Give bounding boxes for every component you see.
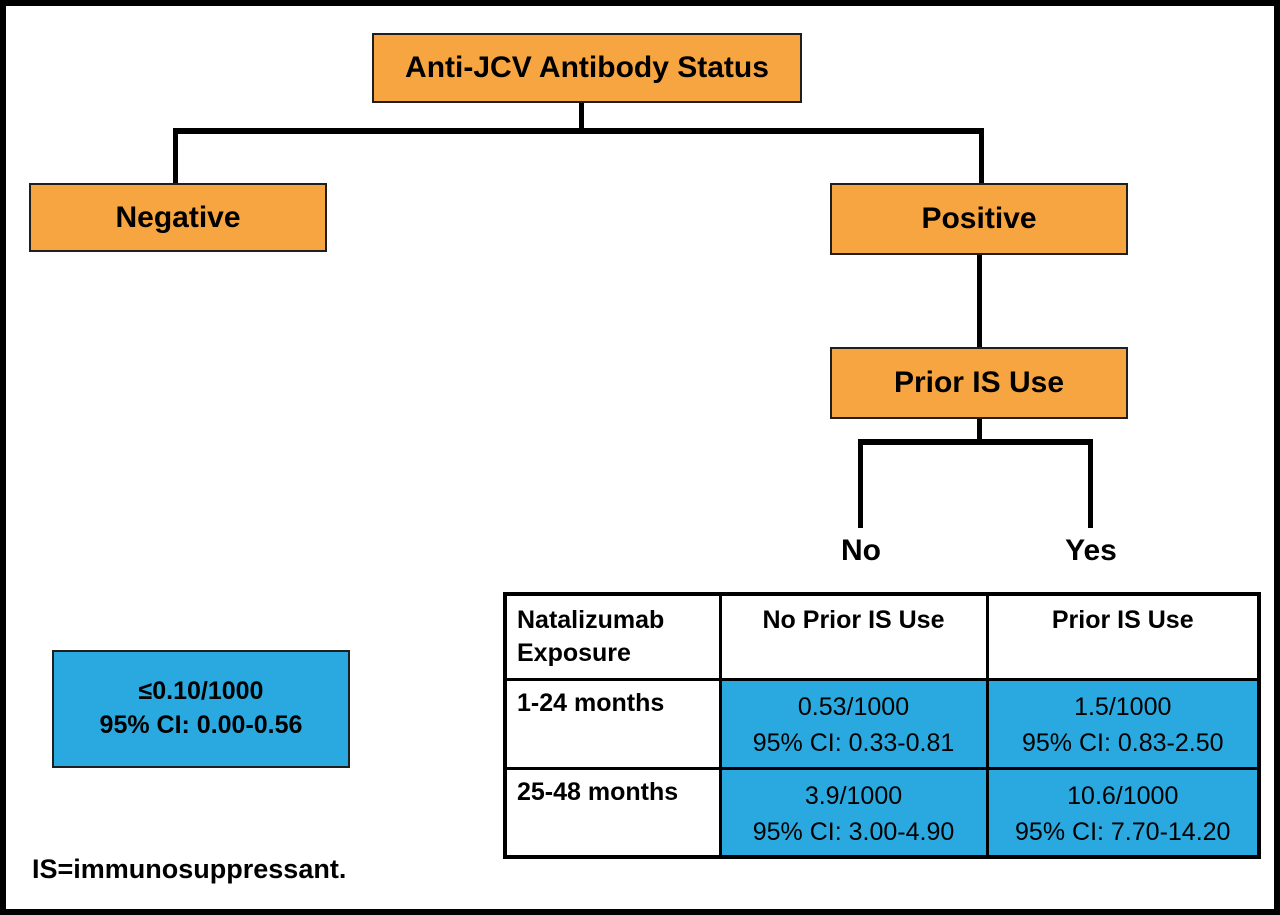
table-row: 1-24 months 0.53/1000 95% CI: 0.33-0.81 … — [503, 677, 1261, 770]
ci-value: 95% CI: 3.00-4.90 — [752, 817, 955, 846]
connector-positive-to-prior — [977, 255, 982, 347]
node-prior-is-use: Prior IS Use — [830, 347, 1128, 419]
table-header-row: Natalizumab Exposure No Prior IS Use Pri… — [503, 592, 1261, 681]
rate-value: 0.53/1000 — [797, 692, 910, 721]
connector-negative-drop — [173, 128, 178, 183]
connector-positive-drop — [979, 128, 984, 183]
negative-result-box: ≤0.10/1000 95% CI: 0.00-0.56 — [52, 650, 350, 768]
rate-value: 1.5/1000 — [1074, 692, 1172, 721]
cell-25-48-no-prior: 3.9/1000 95% CI: 3.00-4.90 — [718, 766, 989, 859]
ci-value: 95% CI: 0.33-0.81 — [752, 728, 955, 757]
pml-risk-table: Natalizumab Exposure No Prior IS Use Pri… — [503, 592, 1261, 859]
connector-prior-stub — [977, 419, 982, 445]
connector-no-drop — [858, 439, 863, 528]
row-label-25-48-months: 25-48 months — [503, 766, 722, 859]
branch-label-yes: Yes — [1065, 534, 1117, 567]
node-prior-label: Prior IS Use — [893, 366, 1065, 399]
cell-25-48-prior: 10.6/1000 95% CI: 7.70-14.20 — [985, 766, 1261, 859]
node-anti-jcv-antibody-status: Anti-JCV Antibody Status — [372, 33, 802, 103]
ci-value: 95% CI: 0.83-2.50 — [1021, 728, 1224, 757]
connector-root-stub — [579, 103, 584, 131]
connector-yes-drop — [1088, 439, 1093, 528]
negative-result-rate: ≤0.10/1000 — [138, 677, 264, 706]
node-negative: Negative — [29, 183, 327, 252]
header-prior-is-use: Prior IS Use — [985, 592, 1261, 681]
row-label-1-24-months: 1-24 months — [503, 677, 722, 770]
node-negative-label: Negative — [115, 200, 241, 234]
node-positive: Positive — [830, 183, 1128, 255]
cell-1-24-prior: 1.5/1000 95% CI: 0.83-2.50 — [985, 677, 1261, 770]
ci-value: 95% CI: 7.70-14.20 — [1015, 817, 1231, 846]
branch-label-no: No — [841, 534, 881, 567]
header-natalizumab-exposure: Natalizumab Exposure — [503, 592, 722, 681]
connector-branch2-horizontal — [858, 439, 1093, 445]
cell-1-24-no-prior: 0.53/1000 95% CI: 0.33-0.81 — [718, 677, 989, 770]
rate-value: 3.9/1000 — [804, 781, 903, 810]
negative-result-ci: 95% CI: 0.00-0.56 — [99, 711, 303, 739]
header-no-prior-is-use: No Prior IS Use — [718, 592, 989, 681]
node-positive-label: Positive — [921, 202, 1037, 235]
footnote-abbreviation: IS=immunosuppressant. — [32, 854, 347, 884]
connector-branch1-horizontal — [173, 128, 984, 134]
rate-value: 10.6/1000 — [1067, 781, 1179, 810]
table-row: 25-48 months 3.9/1000 95% CI: 3.00-4.90 … — [503, 766, 1261, 859]
node-root-label: Anti-JCV Antibody Status — [405, 51, 769, 84]
